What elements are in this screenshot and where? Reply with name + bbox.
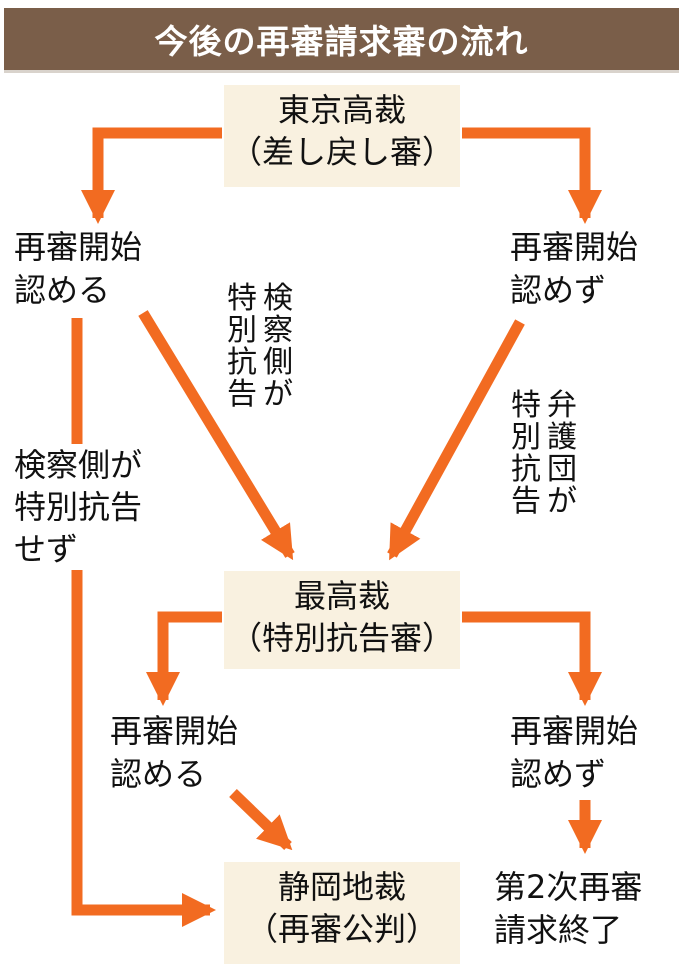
arrow-supreme-to-right [462,611,602,706]
arrow-right-to-supreme [387,319,525,561]
diagram-title: 今後の再審請求審の流れ [154,22,529,61]
shizuoka-district-court-stage: （再審公判） [245,910,438,948]
defense-appeal-col2: 特別抗告 [511,388,541,519]
right-bottom-outcome: 再審開始 認めず [510,712,639,793]
supreme-court-box: 最高裁 （特別抗告審） [224,571,460,669]
tokyo-high-court-box: 東京高裁 （差し戻し審） [224,85,460,187]
prosecutor-appeal-col1: 検察側が [263,281,293,412]
shizuoka-district-court-box: 静岡地裁 （再審公判） [224,862,460,964]
tokyo-high-court-name: 東京高裁 [277,91,406,129]
arrow-supreme-to-left [146,611,222,706]
arrow-left-bottom-to-shizuoka [229,789,293,851]
tokyo-high-court-stage: （差し戻し審） [229,133,454,171]
left-top-outcome: 再審開始 認める [14,228,143,309]
supreme-court-name: 最高裁 [293,577,390,615]
arrow-tokyo-to-left [81,127,222,224]
defense-appeal-col1: 弁護団が [547,388,577,519]
no-appeal-label: 検察側が 特別抗告 せず [14,444,143,570]
title-bar: 今後の再審請求審の流れ [4,8,679,73]
prosecutor-appeal-col2: 特別抗告 [227,281,257,412]
arrow-left-to-supreme [138,310,295,561]
arrow-tokyo-to-right [462,127,602,224]
request-end-label: 第2次再審 請求終了 [494,868,643,949]
right-top-outcome: 再審開始 認めず [510,228,639,309]
shizuoka-district-court-name: 静岡地裁 [277,868,406,906]
supreme-court-stage: （特別抗告審） [229,619,454,657]
left-bottom-outcome: 再審開始 認める [110,712,239,793]
